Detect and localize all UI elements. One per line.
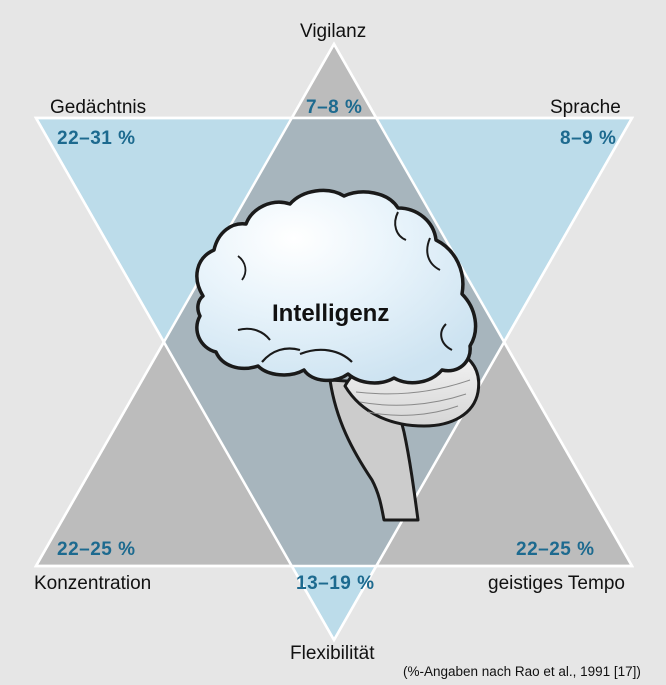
label-geistiges-tempo: geistiges Tempo [488, 573, 625, 594]
value-geistiges-tempo: 22–25 % [516, 539, 595, 560]
label-vigilanz: Vigilanz [300, 21, 367, 42]
center-label: Intelligenz [272, 300, 390, 327]
value-sprache: 8–9 % [560, 128, 617, 149]
value-konzentration: 22–25 % [57, 539, 136, 560]
footnote: (%-Angaben nach Rao et al., 1991 [17]) [403, 664, 641, 679]
label-gedaechtnis: Gedächtnis [50, 97, 147, 118]
value-vigilanz: 7–8 % [306, 97, 363, 118]
value-flexibilitaet: 13–19 % [296, 573, 375, 594]
label-sprache: Sprache [550, 97, 621, 118]
label-flexibilitaet: Flexibilität [290, 643, 375, 664]
value-gedaechtnis: 22–31 % [57, 128, 136, 149]
brain-illustration [195, 188, 481, 522]
label-konzentration: Konzentration [34, 573, 152, 594]
cerebrum [195, 188, 478, 385]
